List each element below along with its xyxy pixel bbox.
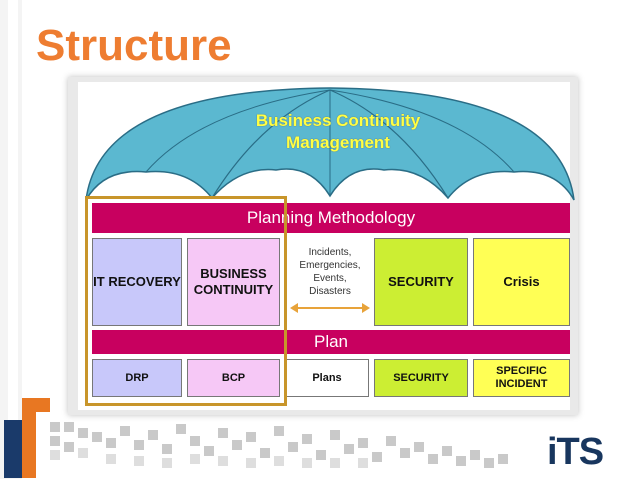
plan-bar: Plan bbox=[92, 330, 570, 354]
events-line: Disasters bbox=[309, 286, 351, 297]
planning-methodology-bar: Planning Methodology bbox=[92, 203, 570, 233]
crisis-box: Crisis bbox=[473, 238, 570, 326]
umbrella-label-line2: Management bbox=[286, 133, 390, 152]
events-line: Incidents, bbox=[308, 247, 352, 258]
business-continuity-box: BUSINESS CONTINUITY bbox=[187, 238, 280, 326]
footer-pixel-pattern bbox=[50, 422, 508, 468]
its-logo: iTS bbox=[547, 431, 604, 473]
security-plan-box: SECURITY bbox=[374, 359, 468, 397]
plans-box: Plans bbox=[285, 359, 369, 397]
umbrella-label-line1: Business Continuity bbox=[255, 111, 421, 130]
drp-box: DRP bbox=[92, 359, 182, 397]
it-recovery-box: IT RECOVERY bbox=[92, 238, 182, 326]
events-list: Incidents, Emergencies, Events, Disaster… bbox=[290, 246, 370, 298]
slide-title: Structure bbox=[36, 21, 232, 70]
specific-incident-box: SPECIFIC INCIDENT bbox=[473, 359, 570, 397]
events-line: Emergencies, bbox=[299, 260, 361, 271]
double-arrow-icon bbox=[290, 303, 370, 313]
events-line: Events, bbox=[313, 273, 347, 284]
highlight-frame bbox=[85, 196, 287, 406]
bcp-box: BCP bbox=[187, 359, 280, 397]
umbrella-label: Business Continuity Management bbox=[218, 110, 458, 154]
security-box: SECURITY bbox=[374, 238, 468, 326]
